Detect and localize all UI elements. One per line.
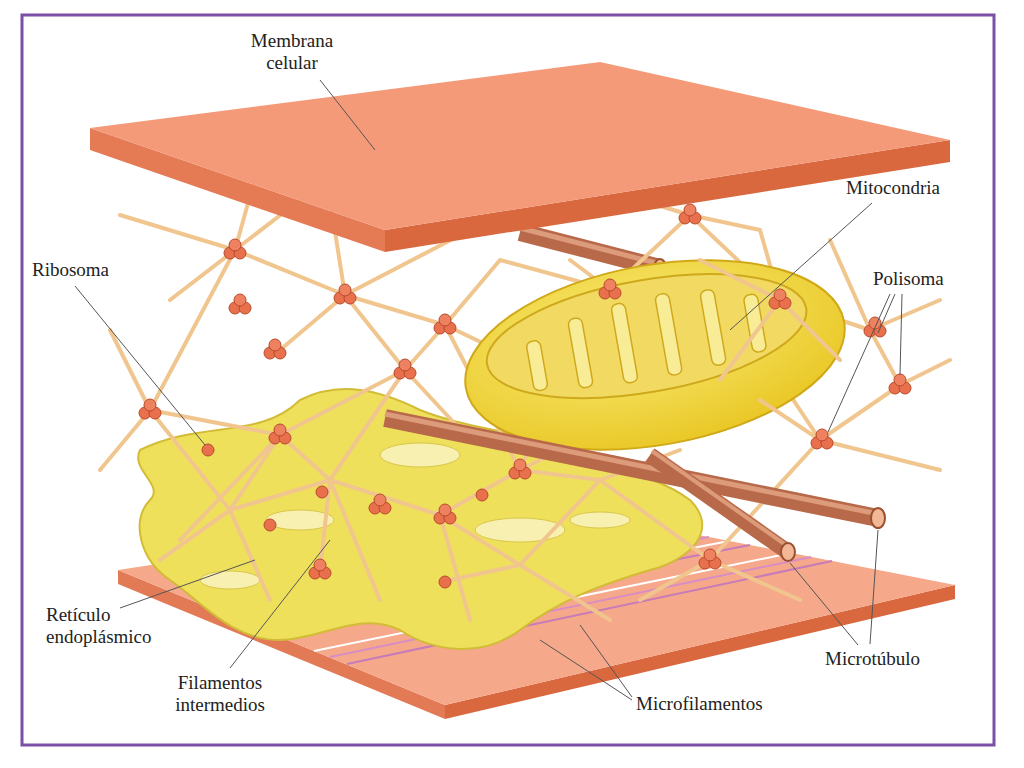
- crista: [568, 317, 594, 388]
- cell-membrane: [90, 62, 950, 230]
- microtubule: [385, 418, 878, 518]
- crista: [611, 303, 639, 384]
- leader-line: [75, 286, 205, 445]
- leader-line: [320, 80, 375, 150]
- frame: [22, 15, 994, 745]
- microtubule-end: [781, 543, 795, 561]
- er-lumen: [380, 443, 460, 467]
- microtubule-highlight: [385, 414, 878, 514]
- microtubule-end: [871, 508, 885, 528]
- part-label: Membrana celular: [232, 30, 352, 74]
- leader-line: [828, 294, 890, 432]
- ribosome: [202, 444, 214, 456]
- polysome: [264, 339, 286, 359]
- leader-lines: [75, 80, 902, 700]
- microtubule: [650, 451, 795, 561]
- microtubule: [650, 455, 788, 552]
- polysome: [509, 459, 531, 479]
- leader-line: [870, 530, 878, 644]
- microtubule: [385, 414, 885, 528]
- crista: [526, 340, 548, 392]
- microtubule-highlight: [652, 451, 790, 548]
- part-label: Microtúbulo: [825, 648, 920, 670]
- crista: [700, 289, 727, 366]
- polysome: [229, 294, 251, 314]
- polysome: [269, 424, 291, 444]
- leader-line: [878, 294, 895, 333]
- polysome: [334, 284, 356, 304]
- part-label: Polisoma: [873, 268, 944, 290]
- crista: [655, 293, 683, 376]
- polysome: [599, 279, 621, 299]
- cristae: [522, 278, 769, 400]
- polysome: [139, 399, 161, 419]
- microtubule-highlight: [520, 228, 660, 264]
- ribosomes: [139, 204, 911, 588]
- leader-line: [540, 640, 632, 700]
- polysome: [699, 549, 721, 569]
- part-label: Ribosoma: [32, 259, 109, 281]
- polysome: [811, 429, 833, 449]
- leader-line: [790, 563, 858, 645]
- part-label: Filamentos intermedios: [160, 672, 280, 716]
- leader-line: [120, 560, 255, 608]
- ribosome: [439, 576, 451, 588]
- polysome: [434, 314, 456, 334]
- ribosome: [316, 486, 328, 498]
- intermediate-filaments: [700, 260, 840, 440]
- part-label: Microfilamentos: [636, 693, 763, 715]
- polysome: [889, 374, 911, 394]
- polysome: [369, 494, 391, 514]
- polysome: [224, 239, 246, 259]
- part-label: Mitocondria: [846, 177, 940, 199]
- part-label: Retículo endoplásmico: [46, 604, 171, 648]
- leader-line: [230, 540, 330, 668]
- polysome: [679, 204, 701, 224]
- polysome: [394, 359, 416, 379]
- ribosome: [264, 519, 276, 531]
- polysome: [434, 504, 456, 524]
- leader-line: [900, 294, 902, 375]
- leader-line: [730, 203, 872, 330]
- er-lumen: [200, 571, 260, 589]
- mitochondrion-inner: [477, 253, 816, 420]
- leader-line: [580, 625, 632, 697]
- er-lumen: [570, 512, 630, 528]
- ribosome: [476, 489, 488, 501]
